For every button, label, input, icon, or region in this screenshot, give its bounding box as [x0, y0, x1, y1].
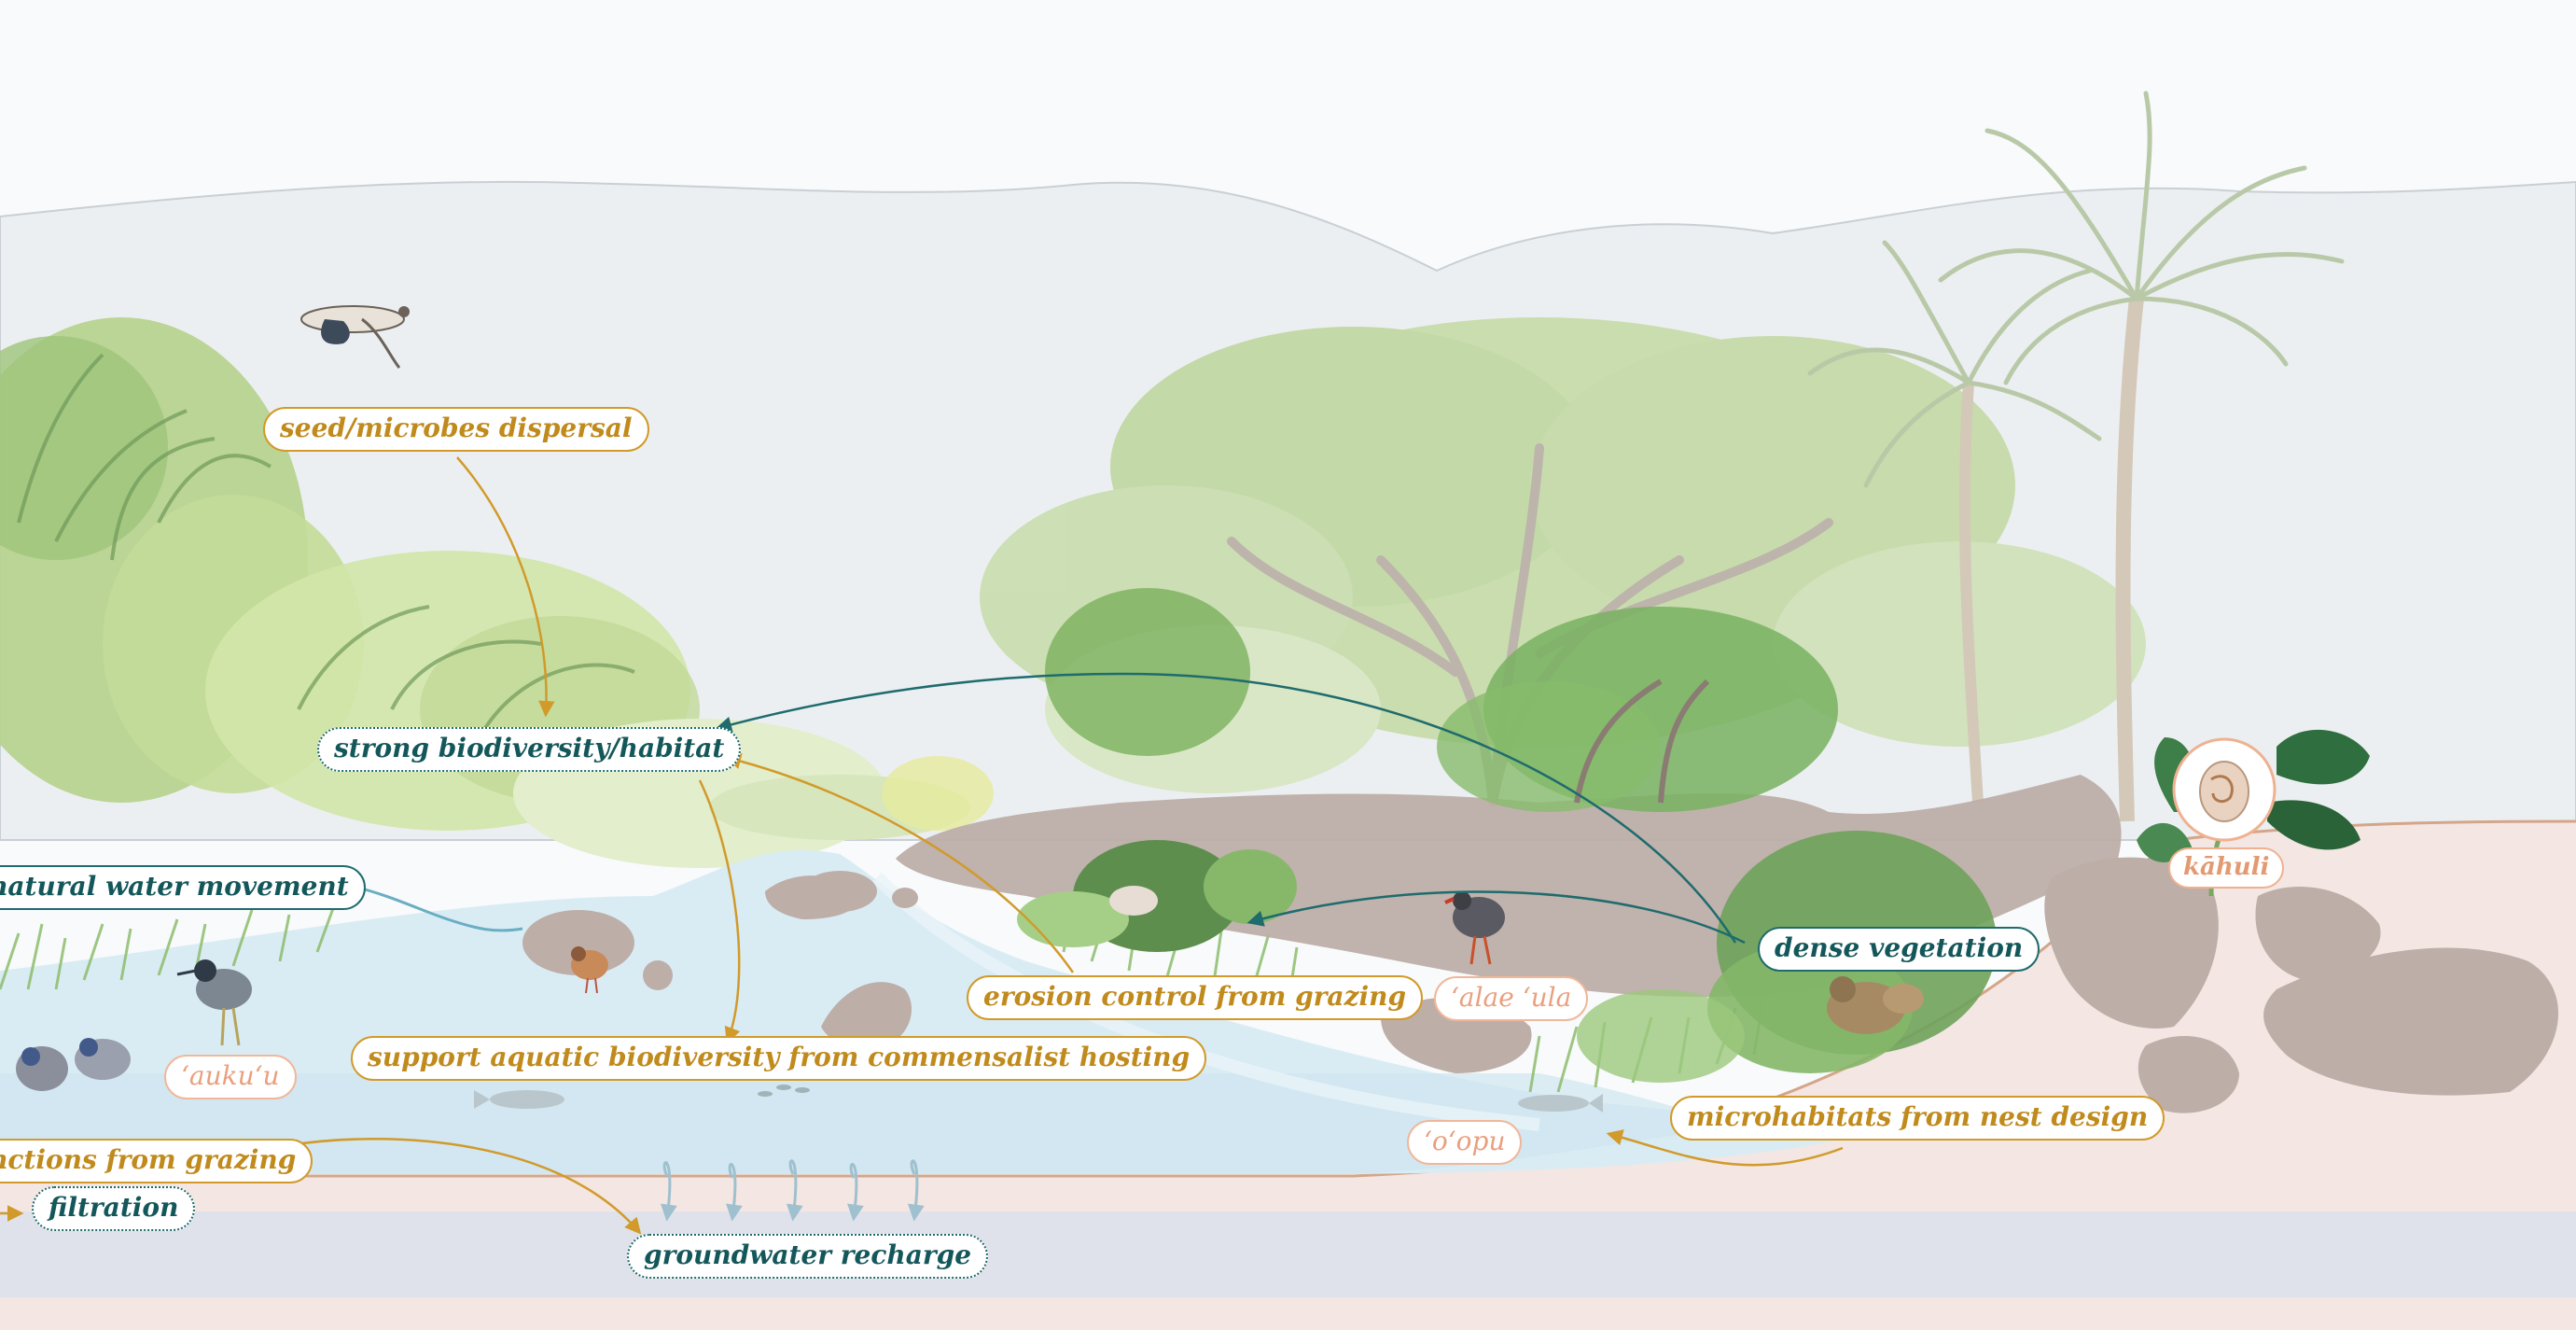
label-erosion-control: erosion control from grazing	[967, 975, 1423, 1020]
species-label-oopu: ʻoʻopu	[1407, 1120, 1522, 1165]
label-groundwater-recharge: groundwater recharge	[627, 1234, 988, 1279]
species-label-kahuli: kāhuli	[2168, 847, 2284, 889]
label-biodiversity-habitat: strong biodiversity/habitat	[317, 727, 741, 772]
species-label-aukuu: ʻaukuʻu	[164, 1055, 297, 1099]
snail-icon	[2174, 739, 2275, 840]
label-dense-vegetation: dense vegetation	[1758, 927, 2040, 972]
label-filtration: filtration	[32, 1186, 195, 1231]
species-label-alae-ula: ʻalae ʻula	[1434, 976, 1588, 1021]
label-seed-dispersal: seed/microbes dispersal	[263, 407, 649, 452]
groundwater-layer	[0, 1211, 2576, 1297]
label-water-movement: natural water movement	[0, 865, 366, 910]
label-aquatic-biodiversity: support aquatic biodiversity from commen…	[351, 1036, 1206, 1081]
nesting-bird-icon	[1109, 886, 1158, 916]
label-functions-grazing: nctions from grazing	[0, 1139, 313, 1183]
label-microhabitats: microhabitats from nest design	[1670, 1096, 2165, 1141]
